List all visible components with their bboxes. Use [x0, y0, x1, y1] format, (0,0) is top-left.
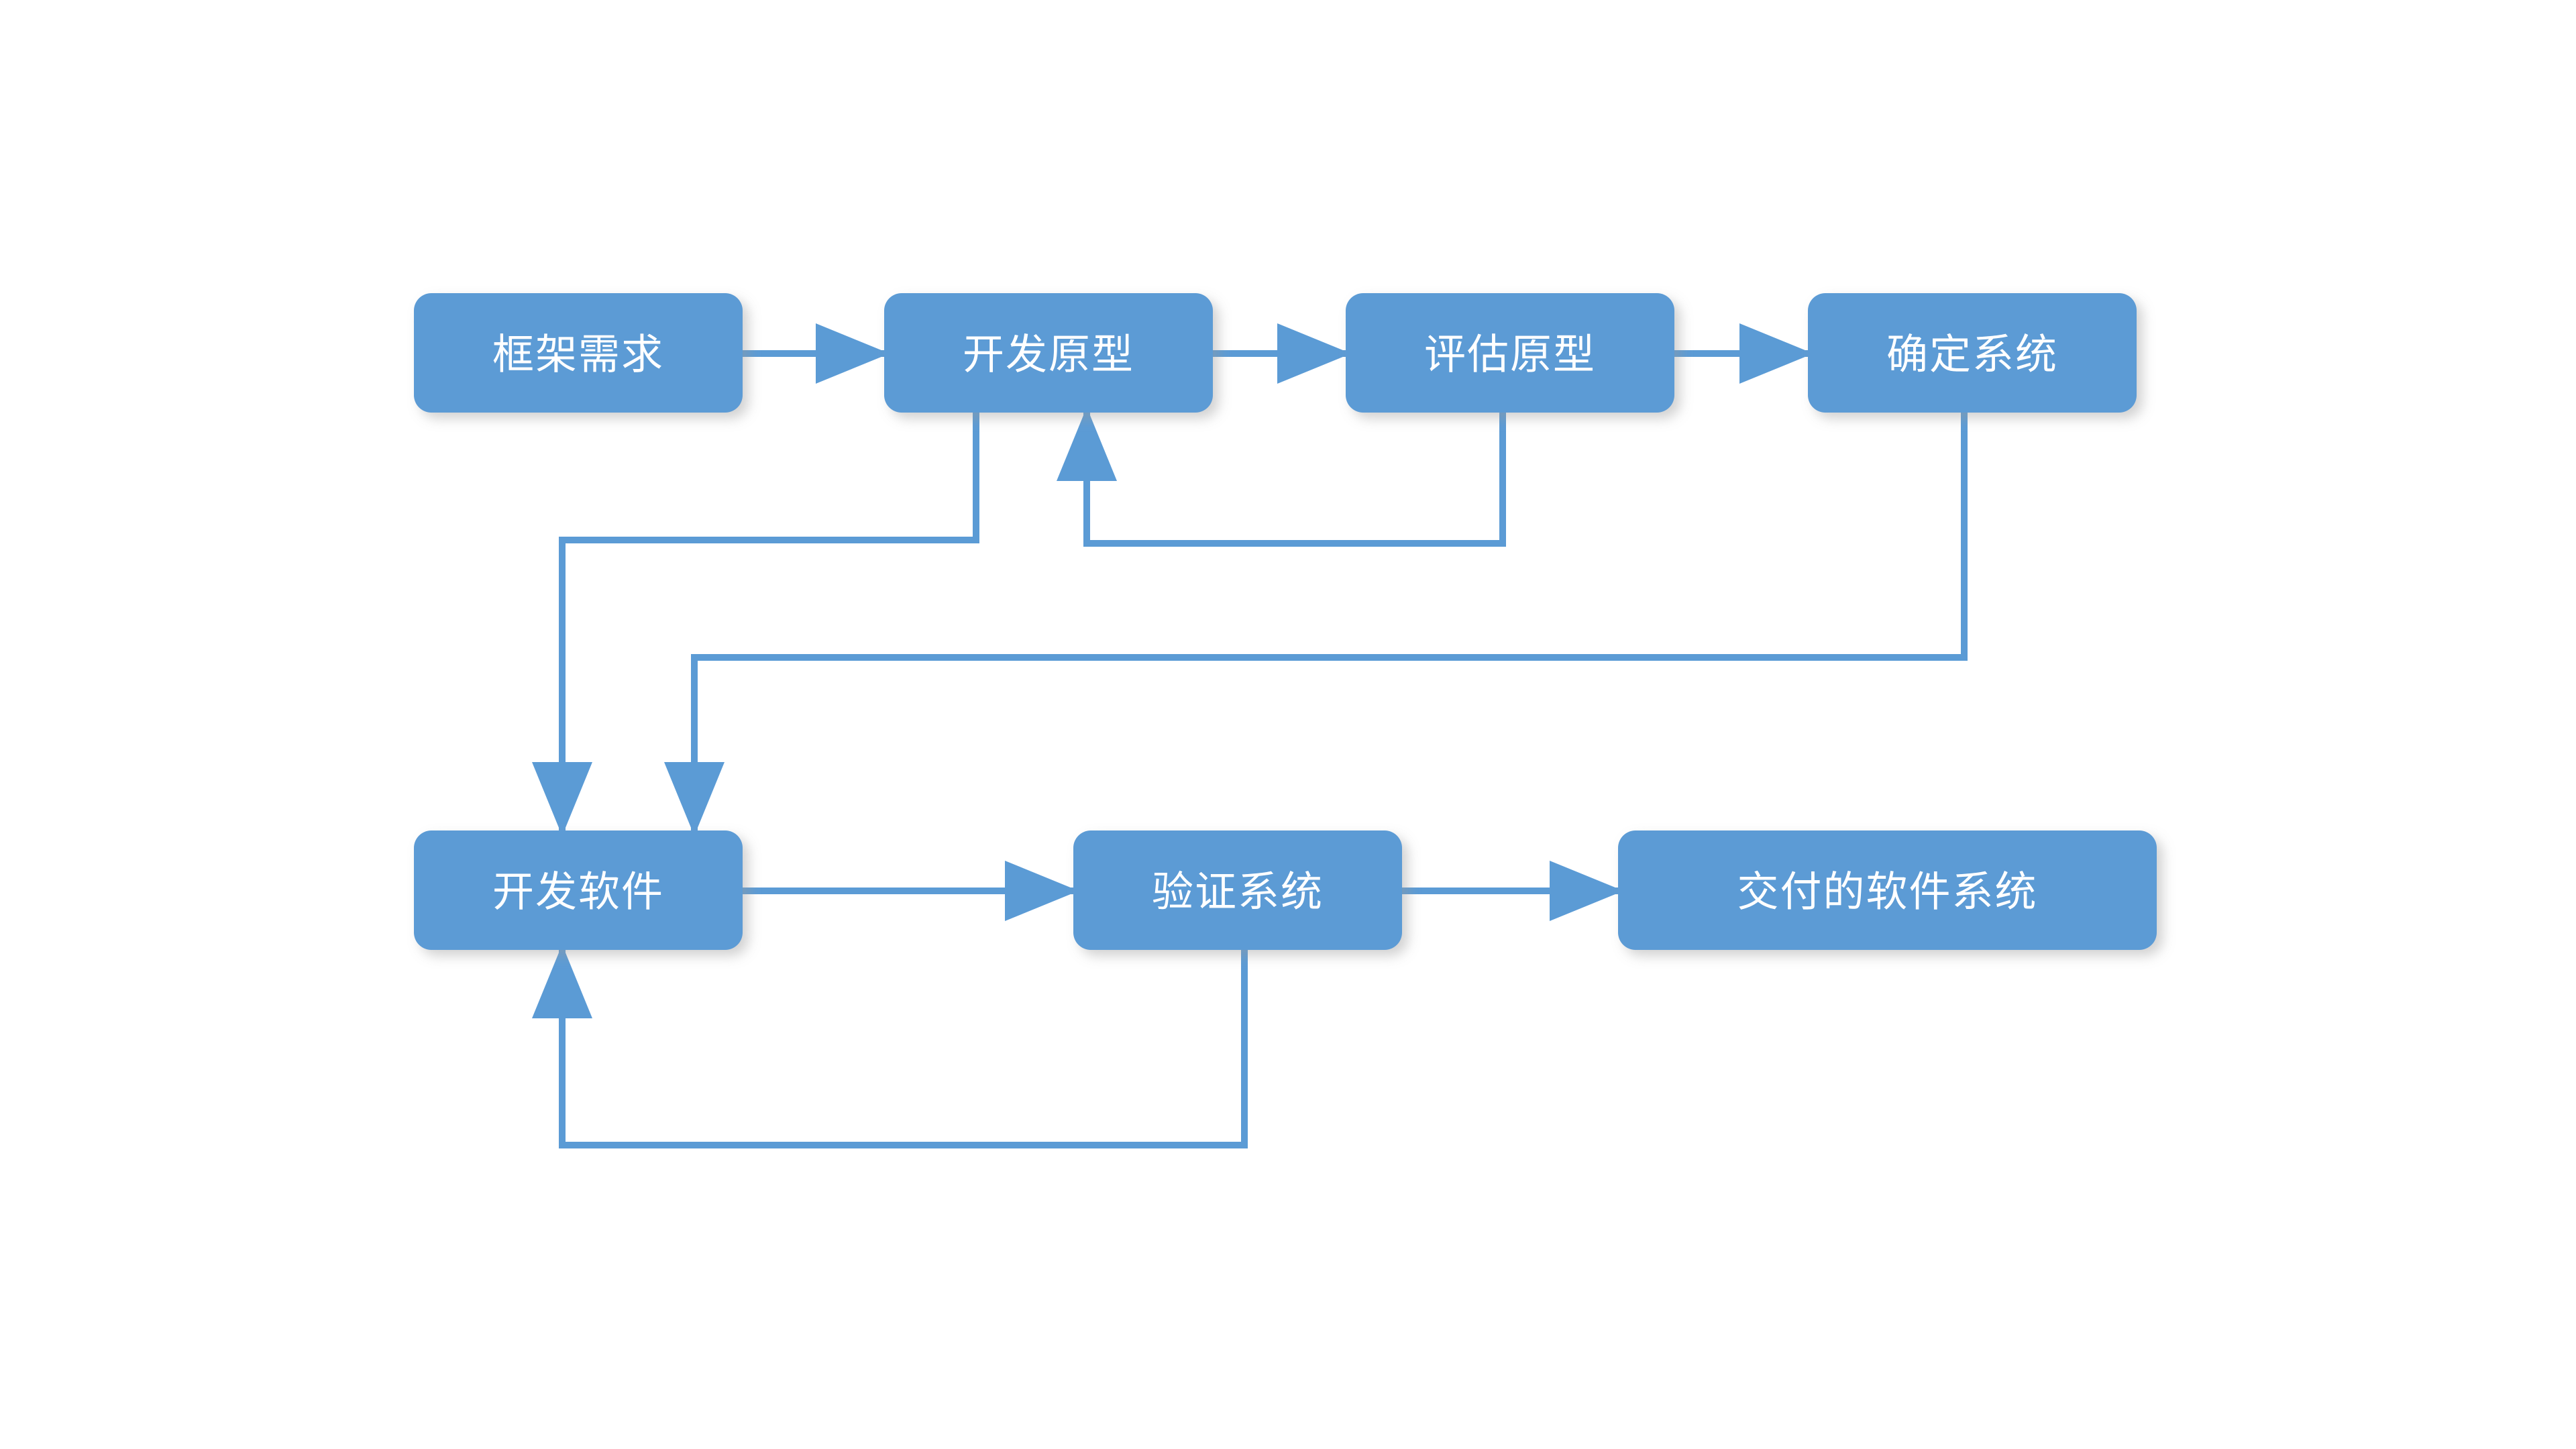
node-shape-develop-software[interactable]	[414, 830, 743, 950]
node-label-develop-prototype: 开发原型	[963, 332, 1134, 378]
edge-evaluate-prototype-back-to-develop-prototype[interactable]	[1057, 407, 1506, 547]
node-shape-verify-system[interactable]	[1073, 830, 1402, 950]
node-verify-system[interactable]: 验证系统	[1073, 830, 1402, 950]
node-evaluate-prototype[interactable]: 评估原型	[1346, 293, 1674, 413]
node-develop-prototype[interactable]: 开发原型	[884, 293, 1213, 413]
edge-develop-prototype-to-develop-software[interactable]	[532, 413, 979, 837]
edge-verify-system-back-to-develop-software[interactable]	[532, 944, 1248, 1148]
node-shape-develop-prototype[interactable]	[884, 293, 1213, 413]
node-label-delivered-software-system: 交付的软件系统	[1737, 869, 2037, 916]
node-label-determine-system: 确定系统	[1886, 332, 2058, 378]
node-develop-software[interactable]: 开发软件	[414, 830, 743, 950]
node-determine-system[interactable]: 确定系统	[1808, 293, 2137, 413]
node-shape-determine-system[interactable]	[1808, 293, 2137, 413]
node-shape-delivered-software-system[interactable]	[1618, 830, 2157, 950]
edge-determine-system-to-develop-software[interactable]	[664, 413, 1968, 837]
node-shape-framework-requirements[interactable]	[414, 293, 743, 413]
node-shape-evaluate-prototype[interactable]	[1346, 293, 1674, 413]
node-label-evaluate-prototype: 评估原型	[1424, 332, 1596, 378]
node-label-develop-software: 开发软件	[492, 869, 664, 916]
node-delivered-software-system[interactable]: 交付的软件系统	[1618, 830, 2157, 950]
connectors-group	[532, 323, 1968, 1148]
node-framework-requirements[interactable]: 框架需求	[414, 293, 743, 413]
node-label-verify-system: 验证系统	[1152, 869, 1324, 916]
node-label-framework-requirements: 框架需求	[492, 332, 664, 378]
